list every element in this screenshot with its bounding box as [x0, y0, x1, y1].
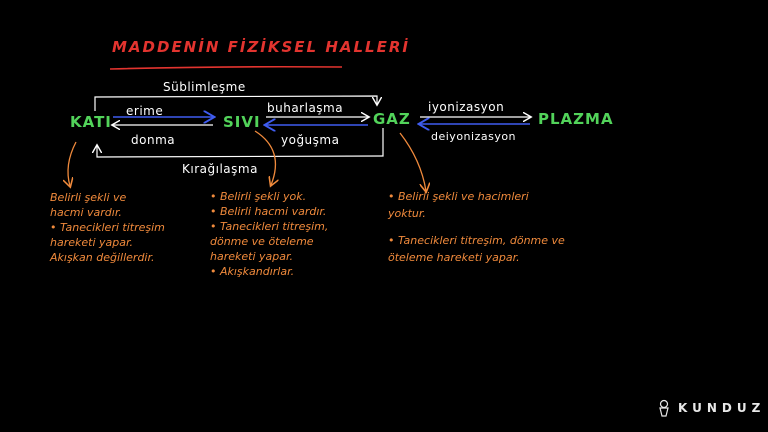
sublimation-arrow — [94, 95, 377, 111]
state-plasma: PLAZMA — [538, 110, 614, 128]
solid-properties: Belirli şekli ve hacmi vardır. • Tanecik… — [50, 190, 165, 265]
label-ionization: iyonizasyon — [428, 100, 505, 114]
solid-note-pointer — [68, 141, 77, 186]
label-freezing: donma — [131, 133, 176, 147]
note-line: hareketi yapar. — [50, 236, 133, 249]
note-line: • Akışkandırlar. — [210, 265, 295, 278]
note-line: • Belirli şekli yok. — [210, 190, 307, 203]
beaver-icon — [659, 399, 669, 417]
label-condensation: yoğuşma — [281, 133, 340, 147]
liquid-note-pointer — [254, 130, 275, 185]
note-line: Akışkan değillerdir. — [50, 251, 155, 264]
note-line: öteleme hareketi yapar. — [388, 251, 520, 264]
liquid-properties: • Belirli şekli yok. • Belirli hacmi var… — [210, 189, 328, 279]
note-line: hacmi vardır. — [50, 206, 122, 219]
gas-note-pointer — [399, 132, 426, 191]
note-line: • Belirli hacmi vardır. — [210, 205, 327, 218]
note-line: yoktur. — [388, 207, 426, 220]
label-deposition: Kırağılaşma — [182, 162, 258, 176]
note-line: • Tanecikleri titreşim, — [210, 220, 329, 233]
label-deionization: deiyonizasyon — [431, 130, 517, 143]
state-gas: GAZ — [373, 110, 411, 128]
title-underline — [109, 65, 343, 70]
state-solid: KATI — [70, 113, 112, 131]
label-evaporation: buharlaşma — [267, 101, 344, 115]
brand-name: KUNDUZ — [678, 401, 766, 415]
gas-properties: • Belirli şekli ve hacimleri yoktur. • T… — [388, 188, 565, 266]
note-line: • Tanecikleri titreşim, dönme ve — [388, 234, 565, 247]
note-line: dönme ve öteleme — [210, 235, 314, 248]
label-sublimation: Süblimleşme — [163, 80, 246, 94]
brand-logo: KUNDUZ — [656, 399, 765, 417]
label-melting: erime — [126, 104, 164, 118]
note-line: Belirli şekli ve — [50, 191, 127, 204]
note-line — [388, 222, 565, 232]
note-line: • Tanecikleri titreşim — [50, 221, 165, 234]
page-title: MADDENİN FİZİKSEL HALLERİ — [112, 38, 410, 56]
deposition-arrow — [97, 128, 384, 158]
note-line: hareketi yapar. — [210, 250, 293, 263]
state-liquid: SIVI — [223, 113, 261, 131]
note-line: • Belirli şekli ve hacimleri — [388, 190, 529, 203]
